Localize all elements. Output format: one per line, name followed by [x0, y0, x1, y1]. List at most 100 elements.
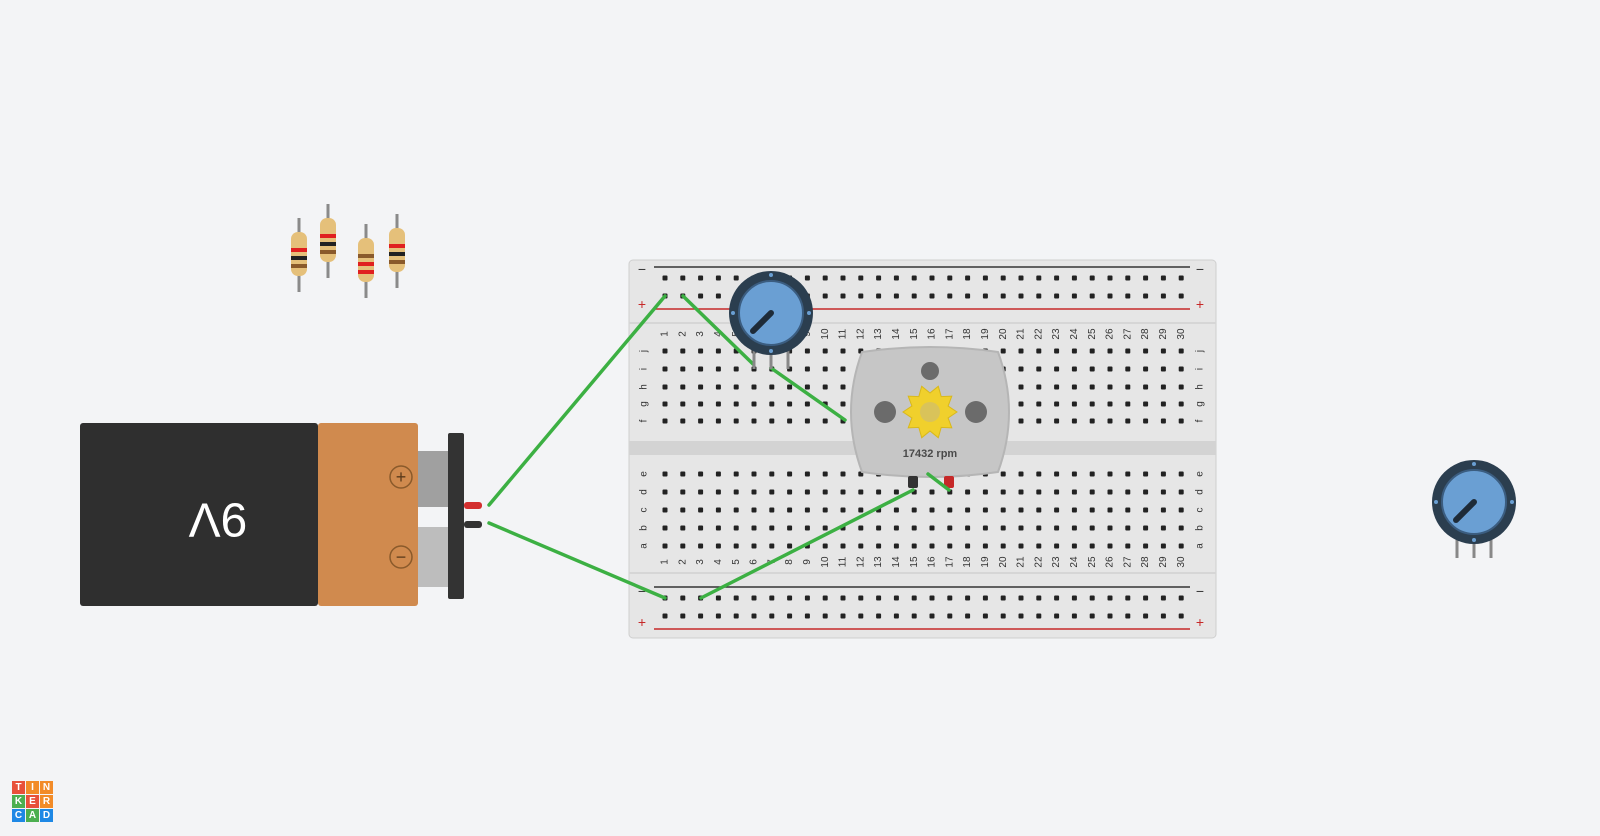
breadboard-hole[interactable] — [769, 489, 775, 495]
breadboard-hole[interactable] — [1054, 613, 1060, 619]
breadboard-hole[interactable] — [1018, 543, 1024, 549]
breadboard-hole[interactable] — [1160, 366, 1166, 372]
breadboard-hole[interactable] — [929, 613, 935, 619]
breadboard-hole[interactable] — [840, 384, 846, 390]
breadboard-hole[interactable] — [822, 348, 828, 354]
breadboard-hole[interactable] — [1143, 507, 1149, 513]
breadboard-hole[interactable] — [1178, 595, 1184, 601]
breadboard-hole[interactable] — [1000, 293, 1006, 299]
breadboard-hole[interactable] — [1054, 489, 1060, 495]
breadboard-hole[interactable] — [804, 348, 810, 354]
breadboard-hole[interactable] — [1036, 507, 1042, 513]
breadboard-hole[interactable] — [1125, 525, 1131, 531]
breadboard-hole[interactable] — [1178, 489, 1184, 495]
breadboard-hole[interactable] — [1036, 489, 1042, 495]
breadboard-hole[interactable] — [893, 595, 899, 601]
breadboard-hole[interactable] — [787, 613, 793, 619]
breadboard-hole[interactable] — [1160, 275, 1166, 281]
breadboard-hole[interactable] — [1071, 489, 1077, 495]
breadboard-hole[interactable] — [1178, 507, 1184, 513]
breadboard-hole[interactable] — [680, 489, 686, 495]
breadboard-hole[interactable] — [1178, 366, 1184, 372]
breadboard-hole[interactable] — [947, 275, 953, 281]
breadboard-hole[interactable] — [769, 471, 775, 477]
breadboard-hole[interactable] — [1160, 401, 1166, 407]
battery-9v[interactable]: 9V + − — [80, 423, 482, 606]
breadboard-hole[interactable] — [1071, 471, 1077, 477]
breadboard-hole[interactable] — [858, 543, 864, 549]
breadboard-hole[interactable] — [1036, 418, 1042, 424]
breadboard-hole[interactable] — [662, 507, 668, 513]
breadboard-hole[interactable] — [893, 489, 899, 495]
breadboard-hole[interactable] — [733, 401, 739, 407]
breadboard-hole[interactable] — [787, 507, 793, 513]
breadboard-hole[interactable] — [858, 595, 864, 601]
breadboard-hole[interactable] — [1089, 366, 1095, 372]
breadboard-hole[interactable] — [893, 543, 899, 549]
breadboard-hole[interactable] — [1107, 613, 1113, 619]
breadboard-hole[interactable] — [1125, 507, 1131, 513]
breadboard-hole[interactable] — [1071, 293, 1077, 299]
breadboard-hole[interactable] — [1071, 507, 1077, 513]
breadboard-hole[interactable] — [893, 293, 899, 299]
breadboard-hole[interactable] — [982, 613, 988, 619]
breadboard-hole[interactable] — [1054, 507, 1060, 513]
breadboard-hole[interactable] — [1018, 525, 1024, 531]
breadboard-hole[interactable] — [1018, 366, 1024, 372]
breadboard-hole[interactable] — [858, 525, 864, 531]
breadboard-hole[interactable] — [1107, 275, 1113, 281]
potentiometer[interactable] — [729, 271, 813, 369]
breadboard-hole[interactable] — [893, 507, 899, 513]
breadboard-hole[interactable] — [840, 471, 846, 477]
breadboard-hole[interactable] — [822, 543, 828, 549]
breadboard-hole[interactable] — [1036, 366, 1042, 372]
breadboard-hole[interactable] — [680, 418, 686, 424]
breadboard-hole[interactable] — [662, 543, 668, 549]
breadboard-hole[interactable] — [769, 384, 775, 390]
breadboard-hole[interactable] — [1160, 348, 1166, 354]
breadboard-hole[interactable] — [698, 507, 704, 513]
breadboard-hole[interactable] — [822, 613, 828, 619]
breadboard-hole[interactable] — [715, 471, 721, 477]
breadboard-hole[interactable] — [715, 348, 721, 354]
breadboard-hole[interactable] — [929, 275, 935, 281]
breadboard-hole[interactable] — [1160, 471, 1166, 477]
breadboard-hole[interactable] — [1107, 595, 1113, 601]
breadboard-hole[interactable] — [751, 507, 757, 513]
breadboard-hole[interactable] — [1160, 613, 1166, 619]
breadboard-hole[interactable] — [1125, 418, 1131, 424]
breadboard-hole[interactable] — [911, 293, 917, 299]
breadboard-hole[interactable] — [698, 401, 704, 407]
wires[interactable] — [487, 294, 951, 600]
breadboard-hole[interactable] — [1089, 293, 1095, 299]
breadboard-hole[interactable] — [680, 543, 686, 549]
breadboard-hole[interactable] — [1160, 595, 1166, 601]
breadboard-hole[interactable] — [715, 525, 721, 531]
breadboard-hole[interactable] — [1107, 489, 1113, 495]
breadboard-hole[interactable] — [787, 384, 793, 390]
breadboard-hole[interactable] — [1143, 471, 1149, 477]
breadboard-hole[interactable] — [947, 525, 953, 531]
breadboard-hole[interactable] — [858, 489, 864, 495]
breadboard-hole[interactable] — [787, 543, 793, 549]
breadboard-hole[interactable] — [733, 418, 739, 424]
breadboard-hole[interactable] — [822, 525, 828, 531]
breadboard-hole[interactable] — [965, 293, 971, 299]
breadboard-hole[interactable] — [698, 525, 704, 531]
breadboard-hole[interactable] — [1036, 348, 1042, 354]
breadboard-hole[interactable] — [1071, 384, 1077, 390]
breadboard-hole[interactable] — [982, 293, 988, 299]
breadboard-hole[interactable] — [1036, 595, 1042, 601]
battery-lead-red[interactable] — [464, 502, 482, 509]
breadboard-hole[interactable] — [876, 525, 882, 531]
breadboard-hole[interactable] — [715, 275, 721, 281]
breadboard-hole[interactable] — [1089, 348, 1095, 354]
breadboard-hole[interactable] — [1054, 366, 1060, 372]
battery-lead-black[interactable] — [464, 521, 482, 528]
breadboard-hole[interactable] — [876, 489, 882, 495]
wire[interactable] — [926, 472, 951, 492]
breadboard-hole[interactable] — [858, 293, 864, 299]
breadboard-hole[interactable] — [662, 418, 668, 424]
breadboard-hole[interactable] — [1125, 543, 1131, 549]
breadboard-hole[interactable] — [965, 543, 971, 549]
